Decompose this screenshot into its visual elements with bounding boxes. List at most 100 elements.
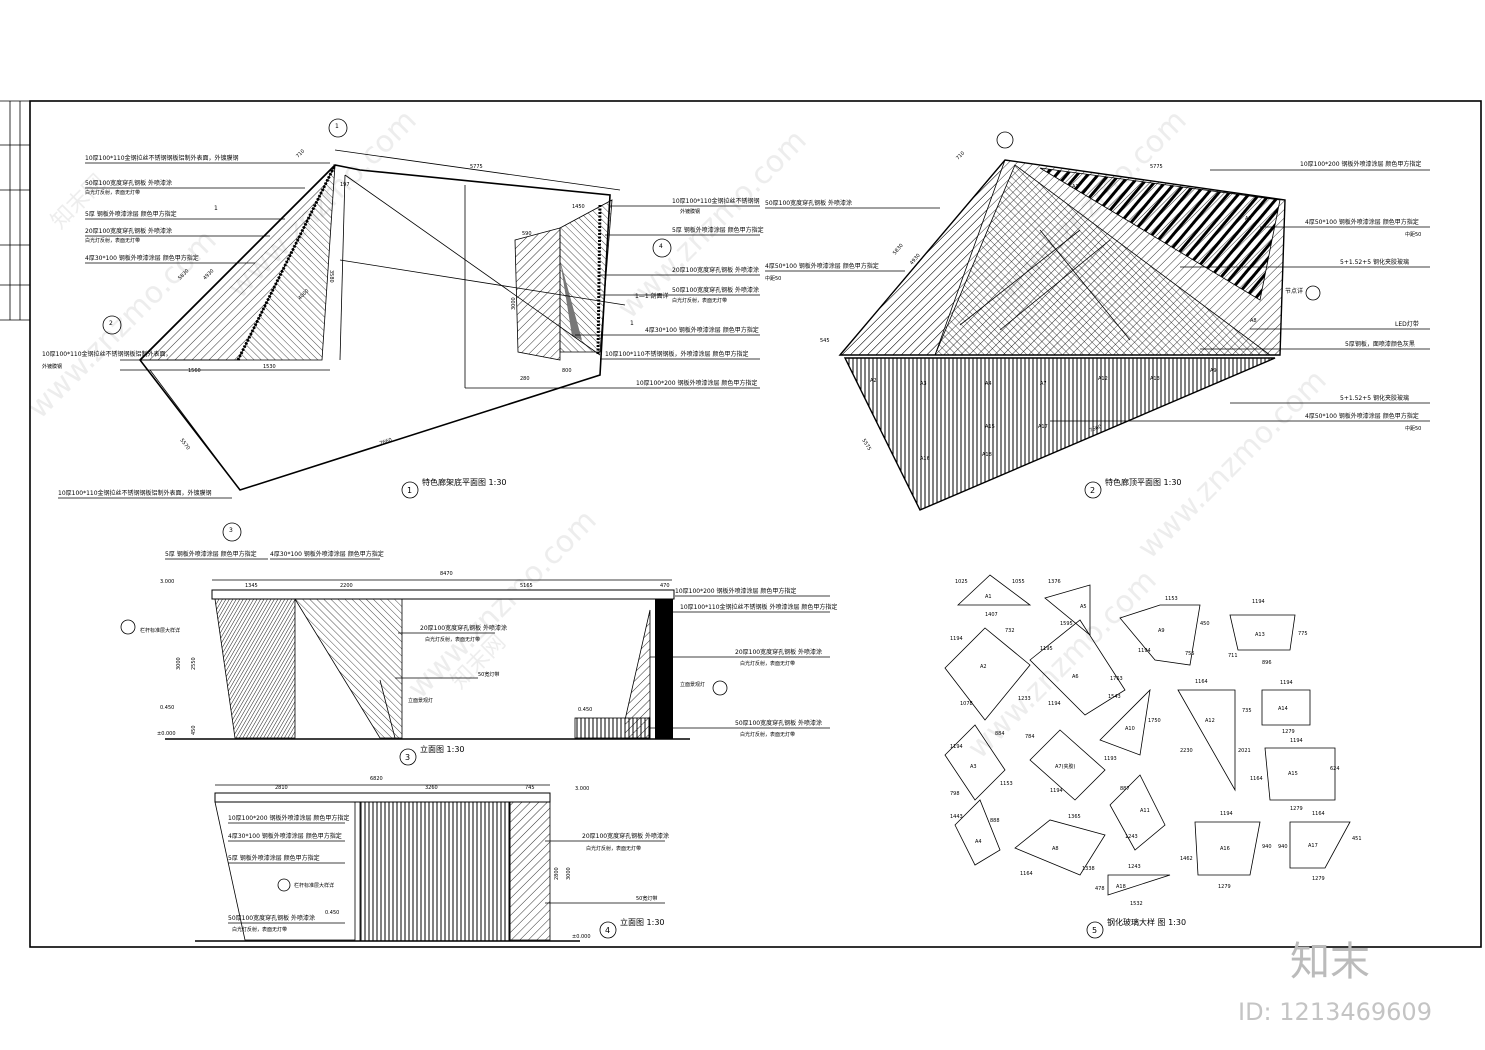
plan2-note-right-9: 4厚50*100 钢板外喷漆涂层 颜色甲方指定 (1305, 412, 1419, 420)
glass-A5-d2: 1595 (1060, 621, 1073, 627)
elev4-note-right-1: 20厚100宽度穿孔钢板 外喷漆涂 (582, 832, 669, 840)
elev3-dim-7: 2550 (191, 657, 197, 670)
elev4-level-3: ±0.000 (572, 934, 591, 940)
elev3-right-note-7: 立面景观灯 (680, 681, 705, 688)
glass-A2-d2: 732 (1005, 628, 1015, 634)
glass-A11-id: A11 (1140, 808, 1150, 814)
glass-A2-d1: 1194 (950, 636, 963, 642)
plan1-dim-11: 590 (522, 231, 532, 237)
plan2-note-right-5: 节点详 (1285, 287, 1303, 295)
view-2-roof-plan (838, 131, 1321, 511)
view-title-text-1: 特色廊架底平面图 1:30 (422, 477, 507, 487)
plan2-panel-4: A9 (1210, 368, 1217, 374)
plan1-dim-13: 800 (562, 368, 572, 374)
plan2-panel-14: A18 (982, 452, 992, 458)
glass-A17-d2: 940 (1278, 844, 1288, 850)
elev3-dim-5: 470 (660, 583, 670, 589)
glass-A10-d3: 1750 (1148, 718, 1161, 724)
elev3-top-note-2: 4厚30*100 钢板外喷漆涂层 颜色甲方指定 (270, 550, 384, 558)
elev3-right-note-8: 50厚100宽度穿孔钢板 外喷漆涂 (735, 719, 822, 727)
glass-A15-d2: 1164 (1250, 776, 1263, 782)
elev3-dim-4: 5165 (520, 583, 533, 589)
glass-A9-id: A9 (1158, 628, 1165, 634)
elev3-right-note-5: 20厚100宽度穿孔钢板 外喷漆涂 (735, 648, 822, 656)
plan2-panel-10: A13 (1150, 376, 1160, 382)
glass-A1-id: A1 (985, 594, 992, 600)
elev4-note-left-1: 10厚100*200 钢板外喷漆涂层 颜色甲方指定 (228, 814, 349, 822)
plan2-note-right-2: 4厚50*100 钢板外喷漆涂层 颜色甲方指定 (1305, 218, 1419, 226)
elev3-right-note-1: 10厚100*200 钢板外喷漆涂层 颜色甲方指定 (675, 587, 796, 595)
plan2-note-right-10: 中距50 (1405, 425, 1421, 432)
elev3-right-note-4: 白光灯反射，表面无灯带 (425, 636, 480, 643)
plan2-note-right-4: 5+1.52+5 钢化夹胶玻璃 (1340, 258, 1409, 266)
glass-A12-d4: 735 (1242, 708, 1252, 714)
glass-A13-d3: 711 (1228, 653, 1238, 659)
plan2-note-right-3: 中距50 (1405, 231, 1421, 238)
glass-A13-id: A13 (1255, 632, 1265, 638)
view-num-5: 5 (1092, 926, 1097, 935)
plan1-dim-6: 7660 (379, 437, 393, 447)
glass-A2-d3: 1233 (1018, 696, 1031, 702)
elev3-dim-1: 8470 (440, 571, 453, 577)
glass-A13-d4: 896 (1262, 660, 1272, 666)
elev3-level-1: 3.000 (160, 579, 174, 585)
svg-text:1: 1 (630, 320, 634, 327)
plan2-note-right-1: 10厚100*200 钢板外喷漆涂层 颜色甲方指定 (1300, 160, 1421, 168)
glass-A9-d1: 1153 (1165, 596, 1178, 602)
glass-A10-d2: 1193 (1104, 756, 1117, 762)
glass-A1-d1: 1025 (955, 579, 968, 585)
watermark-id: ID: 1213469609 (1238, 998, 1432, 1026)
glass-A7-id: A7(夹胶) (1055, 763, 1076, 770)
elev3-level-4: 0.450 (578, 707, 592, 713)
glass-A3-d3: 1153 (1000, 781, 1013, 787)
elev4-dim-4: 745 (525, 785, 535, 791)
text-layer: 1 特色廊架底平面图 1:30 2 特色廊顶平面图 1:30 3 立面图 1:3… (42, 148, 1430, 940)
glass-A8-d3: 1338 (1082, 866, 1095, 872)
plan1-note-right-2: 外镀膜钢 (680, 208, 700, 215)
glass-A3-d2: 884 (995, 731, 1005, 737)
plan1-note-right-3: 5厚 钢板外喷漆涂层 颜色甲方指定 (672, 226, 764, 234)
glass-A9-d3: 755 (1185, 651, 1195, 657)
view-title-text-3: 立面图 1:30 (420, 744, 465, 754)
elev4-note-left-6: 白光灯反射，表面无灯带 (232, 926, 287, 933)
glass-A14-d2: 1279 (1282, 729, 1295, 735)
plan1-note-right-9: 10厚100*200 钢板外喷漆涂层 颜色甲方指定 (636, 379, 757, 387)
glass-A9-d2: 1194 (1138, 648, 1151, 654)
glass-A15-d1: 1194 (1290, 738, 1303, 744)
plan1-marker-4: 4 (659, 243, 663, 250)
elev3-callout: 栏杆标准层大样详 (140, 627, 180, 634)
glass-A8-id: A8 (1052, 846, 1059, 852)
glass-A1-d2: 1055 (1012, 579, 1025, 585)
elev3-dim-2: 1345 (245, 583, 258, 589)
glass-A17-id: A17 (1308, 843, 1318, 849)
elev3-right-note-10: 50宽灯带 (478, 671, 499, 678)
elev4-note-left-2: 4厚30*100 钢板外喷漆涂层 颜色甲方指定 (228, 832, 342, 840)
elev4-note-left-3: 5厚 钢板外喷漆涂层 颜色甲方指定 (228, 854, 320, 862)
glass-A5-id: A5 (1080, 604, 1087, 610)
glass-A12-id: A12 (1205, 718, 1215, 724)
glass-A16-d3: 1462 (1180, 856, 1193, 862)
svg-text:1—1 剖面详: 1—1 剖面详 (635, 292, 669, 300)
plan2-dim-5: 5830 (892, 243, 905, 257)
plan1-note-left-7: 4厚30*100 钢板外喷漆涂层 颜色甲方指定 (85, 254, 199, 262)
elev3-right-note-9: 白光灯反射，表面无灯带 (740, 731, 795, 738)
plan1-dim-9: 4930 (202, 268, 215, 281)
glass-A15-d4: 1279 (1290, 806, 1303, 812)
plan1-marker-1: 1 (335, 123, 339, 130)
plan1-marker-3: 3 (229, 527, 233, 534)
plan1-note-left-9: 外镀膜钢 (42, 363, 62, 370)
glass-A6-id: A6 (1072, 674, 1079, 680)
glass-A12-d1: 1164 (1195, 679, 1208, 685)
elev3-level-2: 0.450 (160, 705, 174, 711)
glass-A16-d2: 940 (1262, 844, 1272, 850)
glass-A8-d2: 1164 (1020, 871, 1033, 877)
plan2-note-left-2: 4厚50*100 钢板外喷漆涂层 颜色甲方指定 (765, 262, 879, 270)
glass-A1-d3: 1407 (985, 612, 998, 618)
elev4-note-left-4: 栏杆标准层大样详 (294, 882, 334, 889)
view-title-2: 2 特色廊顶平面图 1:30 (1084, 477, 1182, 499)
glass-A3-d4: 798 (950, 791, 960, 797)
plan2-note-left-3: 中距50 (765, 275, 781, 282)
view-num-3: 3 (405, 753, 410, 762)
view-num-2: 2 (1090, 486, 1095, 495)
